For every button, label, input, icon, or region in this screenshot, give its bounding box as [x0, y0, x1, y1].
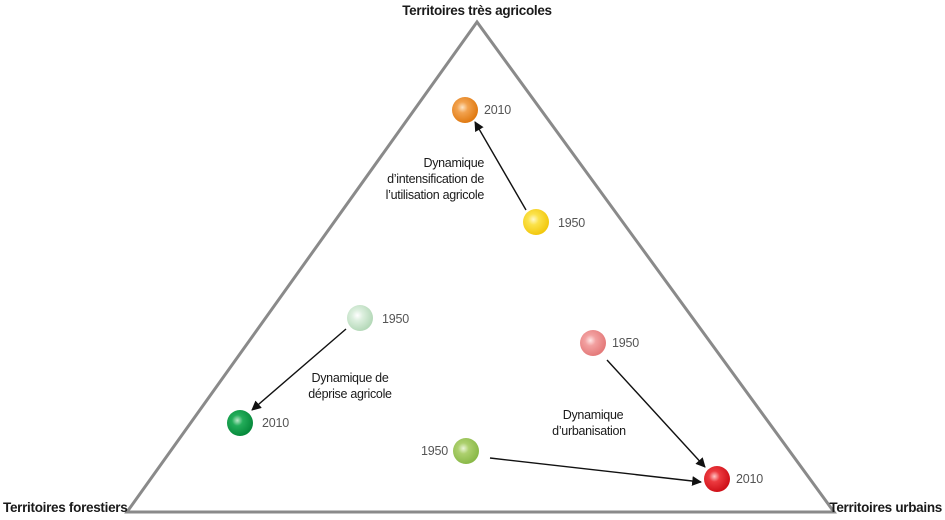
vertex-label-left: Territoires forestiers: [3, 500, 127, 515]
year-label: 1950: [421, 444, 448, 458]
vertex-label-top: Territoires très agricoles: [402, 3, 552, 18]
point-agri-2010: 2010: [452, 97, 511, 123]
svg-text:l’utilisation agricole: l’utilisation agricole: [386, 188, 485, 202]
year-label: 2010: [736, 472, 763, 486]
arrow-urbanisation-top: [606, 359, 706, 468]
arrow-deprise: [251, 328, 347, 411]
point-urban-2010: 2010: [704, 466, 763, 492]
svg-text:Dynamique: Dynamique: [563, 408, 624, 422]
year-label: 1950: [558, 216, 585, 230]
svg-text:d’intensification de: d’intensification de: [387, 172, 484, 186]
arrow-intensification: [474, 121, 527, 211]
arrow-urbanisation-bottom: [489, 457, 702, 486]
svg-text:Dynamique de: Dynamique de: [311, 371, 388, 385]
vertex-label-right: Territoires urbains: [829, 500, 942, 515]
svg-text:Dynamique: Dynamique: [423, 156, 484, 170]
svg-text:déprise agricole: déprise agricole: [308, 387, 392, 401]
svg-text:d’urbanisation: d’urbanisation: [552, 424, 626, 438]
point-urban-1950-top: 1950: [580, 330, 639, 356]
label-deprise: Dynamique de déprise agricole: [308, 371, 392, 401]
year-label: 2010: [262, 416, 289, 430]
ternary-triangle: [124, 19, 837, 514]
label-urbanisation: Dynamique d’urbanisation: [552, 408, 626, 438]
year-label: 2010: [484, 103, 511, 117]
label-intensification: Dynamique d’intensification de l’utilisa…: [386, 156, 485, 202]
point-forest-1950: 1950: [347, 305, 409, 331]
point-forest-2010: 2010: [227, 410, 289, 436]
year-label: 1950: [612, 336, 639, 350]
year-label: 1950: [382, 312, 409, 326]
point-agri-1950: 1950: [523, 209, 585, 235]
point-urban-1950-bottom: 1950: [421, 438, 479, 464]
